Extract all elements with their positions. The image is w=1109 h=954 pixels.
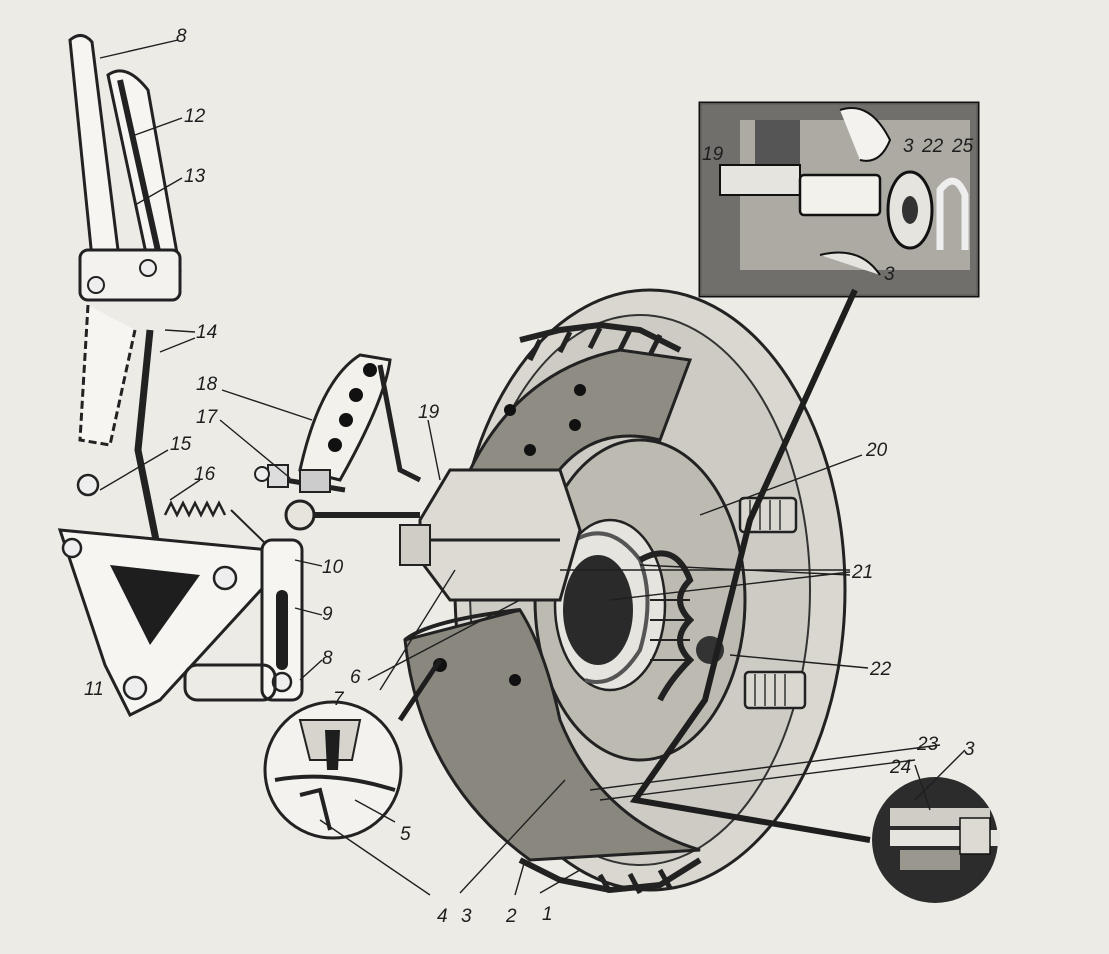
inset-labels: 19 3 22 25 3 <box>702 136 974 285</box>
label-15: 15 <box>170 434 192 455</box>
label-21: 21 <box>851 562 873 583</box>
label-22: 22 <box>869 659 892 680</box>
label-23: 23 <box>916 734 939 755</box>
adjusting-rod <box>254 464 346 493</box>
label-8-top: 8 <box>176 26 187 47</box>
label-3-right: 3 <box>964 739 975 760</box>
leader-lines <box>99 39 966 896</box>
label-20: 20 <box>865 440 888 461</box>
inset-label-25: 25 <box>951 136 974 157</box>
label-2: 2 <box>505 906 517 927</box>
inset-label-19: 19 <box>702 144 724 165</box>
label-18: 18 <box>196 374 218 395</box>
label-17: 17 <box>196 407 219 428</box>
label-3: 3 <box>461 906 472 927</box>
label-5: 5 <box>400 824 411 845</box>
hand-brake-lever <box>68 34 182 561</box>
inset-label-3: 3 <box>903 136 914 157</box>
part-labels: 8 12 13 14 18 17 15 16 19 10 9 8 11 7 6 … <box>84 26 975 927</box>
bell-crank-lever <box>284 353 422 531</box>
label-6: 6 <box>350 667 361 688</box>
label-11: 11 <box>84 679 104 700</box>
upper-brake-shoe <box>467 348 693 502</box>
label-16: 16 <box>194 464 216 485</box>
inset-label-22: 22 <box>921 136 944 157</box>
lower-brake-shoe <box>403 608 701 862</box>
label-4: 4 <box>437 906 448 927</box>
label-14: 14 <box>196 322 217 343</box>
label-1: 1 <box>542 904 553 925</box>
inset-connector-lines <box>397 288 871 843</box>
label-24: 24 <box>889 757 911 778</box>
expander-cam-block <box>399 468 582 602</box>
label-8: 8 <box>322 648 333 669</box>
label-7: 7 <box>333 689 345 710</box>
inset-label-3-bottom: 3 <box>884 264 895 285</box>
label-13: 13 <box>184 166 206 187</box>
slotted-link <box>183 538 304 702</box>
lever-return-spring <box>163 500 271 549</box>
backing-plate <box>533 438 747 762</box>
inset-detail-rivet <box>263 700 403 840</box>
inset-detail-adjuster <box>872 777 1000 903</box>
label-19: 19 <box>418 402 440 423</box>
inset-detail-pin <box>698 101 980 298</box>
label-9: 9 <box>322 604 333 625</box>
label-10: 10 <box>322 557 344 578</box>
label-12: 12 <box>184 106 206 127</box>
